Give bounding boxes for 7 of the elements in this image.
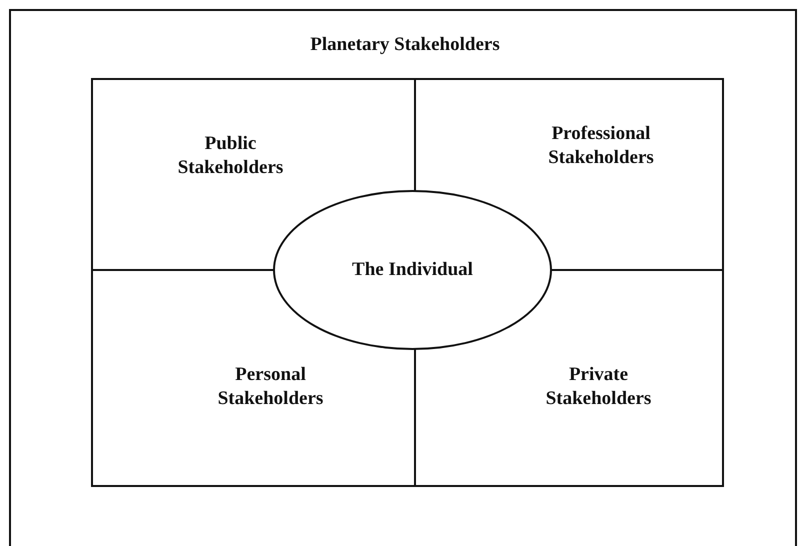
outer-frame — [9, 9, 797, 546]
center-label: The Individual — [351, 258, 474, 282]
quadrant-label: Public Stakeholders — [176, 132, 284, 180]
frame-label: Planetary Stakeholders — [309, 33, 501, 57]
quadrant-label: Private Stakeholders — [544, 363, 652, 411]
quadrant-label: Personal Stakeholders — [216, 363, 324, 411]
quadrant-label: Professional Stakeholders — [547, 122, 655, 170]
